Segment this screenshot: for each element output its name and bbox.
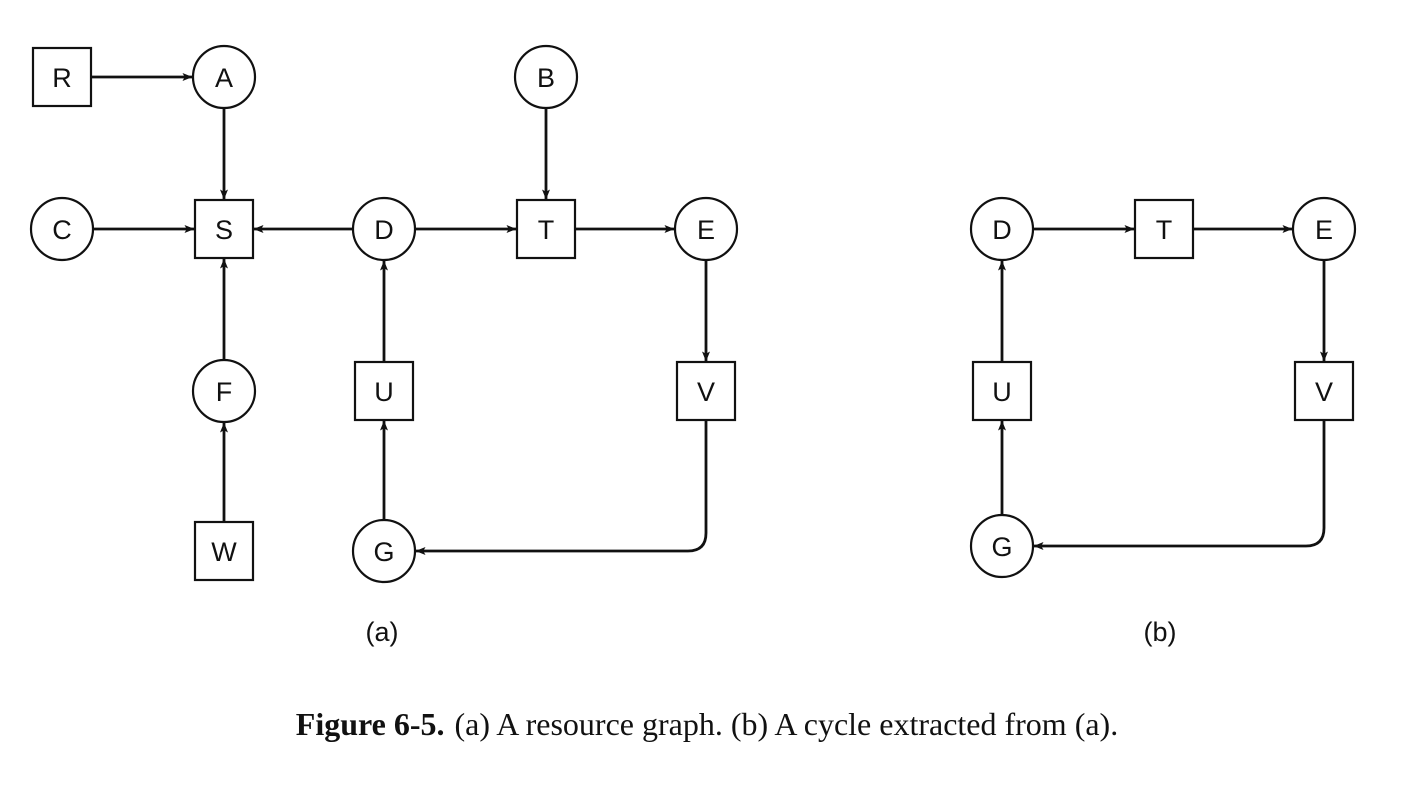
process-node-D-a: D: [351, 196, 417, 262]
resource-node-W-a: W: [193, 520, 255, 582]
process-circle: [1291, 196, 1357, 262]
node-label: V: [1315, 377, 1333, 407]
process-circle: [351, 196, 417, 262]
node-label: U: [374, 377, 394, 407]
process-node-A-a: A: [191, 44, 257, 110]
resource-square: [31, 46, 93, 108]
node-label: G: [373, 537, 394, 567]
node-label: D: [374, 215, 394, 245]
figure-caption: Figure 6-5.(a) A resource graph. (b) A c…: [0, 706, 1414, 743]
process-node-G-a: G: [351, 518, 417, 584]
node-label: U: [992, 377, 1012, 407]
process-node-F-a: F: [191, 358, 257, 424]
panel-a-resource-graph: R A B C S D T E F U V W G (a): [29, 44, 739, 647]
process-circle: [673, 196, 739, 262]
process-node-D-b: D: [969, 196, 1035, 262]
resource-square: [1293, 360, 1355, 422]
process-circle: [191, 358, 257, 424]
node-label: R: [52, 63, 72, 93]
node-label: D: [992, 215, 1012, 245]
resource-node-T-a: T: [515, 198, 577, 260]
node-label: F: [216, 377, 233, 407]
edge-V-to-G-a: [415, 420, 708, 555]
node-label: B: [537, 63, 555, 93]
node-label: W: [211, 537, 237, 567]
resource-node-U-a: U: [353, 360, 415, 422]
resource-node-U-b: U: [971, 360, 1033, 422]
node-label: A: [215, 63, 233, 93]
process-node-E-b: E: [1291, 196, 1357, 262]
process-circle: [969, 196, 1035, 262]
resource-square: [675, 360, 737, 422]
process-node-E-a: E: [673, 196, 739, 262]
process-circle: [29, 196, 95, 262]
resource-square: [193, 520, 255, 582]
process-node-G-b: G: [969, 513, 1035, 579]
node-label: T: [1156, 215, 1173, 245]
resource-square: [353, 360, 415, 422]
resource-square: [193, 198, 255, 260]
node-label: G: [991, 532, 1012, 562]
resource-square: [515, 198, 577, 260]
resource-node-V-a: V: [675, 360, 737, 422]
node-label: E: [697, 215, 715, 245]
node-label: E: [1315, 215, 1333, 245]
panel-b-extracted-cycle: D T E U V G (b): [969, 196, 1357, 647]
node-label: C: [52, 215, 72, 245]
resource-square: [1133, 198, 1195, 260]
caption-text: (a) A resource graph. (b) A cycle extrac…: [454, 706, 1119, 742]
resource-square: [971, 360, 1033, 422]
process-circle: [351, 518, 417, 584]
process-circle: [513, 44, 579, 110]
process-node-C-a: C: [29, 196, 95, 262]
node-label: V: [697, 377, 715, 407]
caption-label: Figure 6-5.: [295, 706, 445, 742]
panel-b-sublabel: (b): [1144, 617, 1177, 647]
resource-node-R-a: R: [31, 46, 93, 108]
node-label: T: [538, 215, 555, 245]
process-circle: [191, 44, 257, 110]
resource-node-V-b: V: [1293, 360, 1355, 422]
resource-node-S-a: S: [193, 198, 255, 260]
panel-a-sublabel: (a): [366, 617, 399, 647]
node-label: S: [215, 215, 233, 245]
process-circle: [969, 513, 1035, 579]
resource-node-T-b: T: [1133, 198, 1195, 260]
edge-V-to-G-b: [1033, 420, 1326, 550]
process-node-B-a: B: [513, 44, 579, 110]
